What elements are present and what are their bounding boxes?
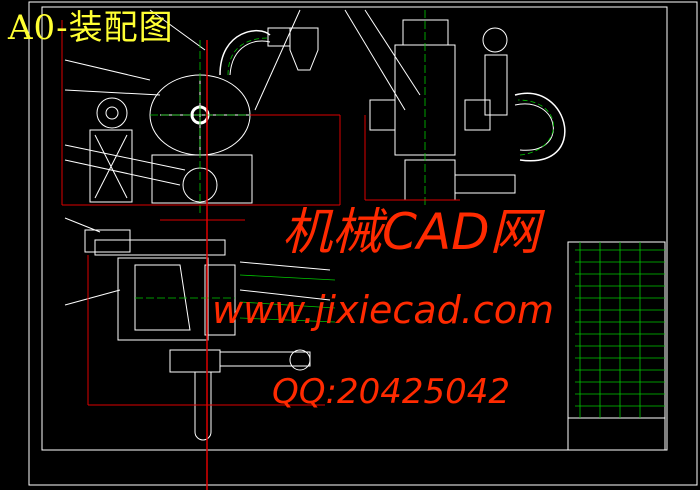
dimension-lines — [61, 20, 460, 490]
center-lines — [135, 10, 665, 418]
inner-border — [41, 6, 668, 451]
motor — [96, 97, 128, 129]
watermark-site-name: 机械CAD网 — [282, 203, 540, 261]
drawing-title: A0-装配图 — [8, 8, 174, 48]
top-view — [84, 229, 131, 253]
motor-stand — [89, 129, 133, 203]
watermark-qq: QQ:20425042 — [272, 372, 511, 412]
outer-border — [28, 1, 698, 486]
parts-list-grid — [575, 242, 665, 418]
watermark-url: www.jixiecad.com — [212, 288, 554, 332]
